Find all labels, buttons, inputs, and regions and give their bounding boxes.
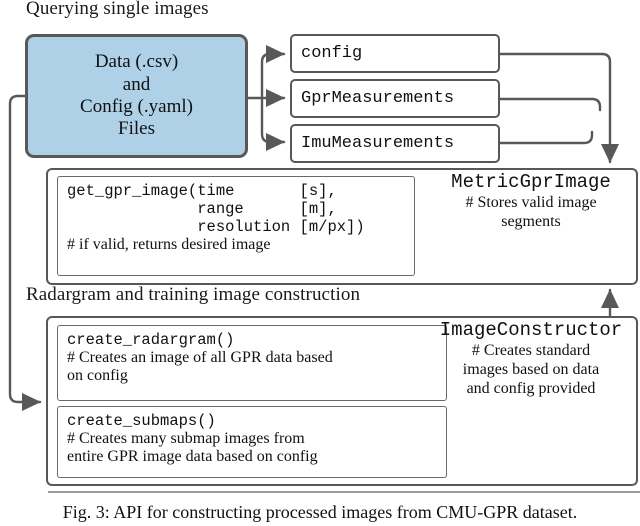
data-box-gpr-measurements[interactable]: GprMeasurements bbox=[290, 79, 500, 118]
figure-caption: Fig. 3: API for constructing processed i… bbox=[62, 502, 578, 522]
image-constructor-class-name: ImageConstructor bbox=[439, 319, 623, 341]
connector-gpr-to-metric bbox=[498, 97, 602, 112]
image-constructor-description-line-3: and config provided bbox=[466, 379, 596, 397]
get-gpr-image-signature-line-1: get_gpr_image(time [s], bbox=[67, 182, 337, 200]
metric-gpr-image-class-name: MetricGprImage bbox=[451, 171, 611, 193]
connector-input-to-config bbox=[260, 44, 286, 100]
data-box-imu-measurements-label: ImuMeasurements bbox=[301, 134, 455, 153]
method-box-create-submaps[interactable]: create_submaps() # Creates many submap i… bbox=[57, 406, 447, 478]
connector-input-to-constructor bbox=[8, 94, 42, 412]
data-box-config[interactable]: config bbox=[290, 34, 500, 73]
method-box-create-radargram[interactable]: create_radargram() # Creates an image of… bbox=[57, 325, 447, 401]
input-files-text: Data (.csv) and Config (.yaml) Files bbox=[80, 51, 193, 141]
input-files-box[interactable]: Data (.csv) and Config (.yaml) Files bbox=[25, 34, 248, 158]
connector-input-to-imu bbox=[260, 96, 286, 152]
image-constructor-description-line-2: images based on data bbox=[462, 360, 600, 378]
input-files-line-2: and bbox=[122, 73, 151, 95]
create-submaps-comment-line-1: # Creates many submap images from bbox=[67, 430, 305, 448]
create-submaps-signature: create_submaps() bbox=[67, 412, 216, 430]
create-radargram-comment-line-2: on config bbox=[67, 367, 128, 385]
input-files-line-1: Data (.csv) bbox=[94, 51, 179, 73]
input-files-line-3: Config (.yaml) bbox=[80, 96, 193, 117]
get-gpr-image-signature-line-3: resolution [m/px]) bbox=[67, 218, 365, 237]
method-box-get-gpr-image[interactable]: get_gpr_image(time [s], range [m], resol… bbox=[57, 176, 415, 276]
create-submaps-comment-line-2: entire GPR image data based on config bbox=[67, 448, 318, 466]
get-gpr-image-signature-line-2: range [m], bbox=[67, 200, 337, 219]
metric-gpr-image-description-line-1: # Stores valid image bbox=[465, 193, 597, 211]
connector-config-to-metric bbox=[498, 52, 620, 164]
image-constructor-description-line-1: # Creates standard bbox=[471, 341, 591, 359]
create-radargram-signature: create_radargram() bbox=[67, 331, 235, 349]
connector-imu-to-metric bbox=[498, 130, 594, 145]
image-constructor-caption: ImageConstructor # Creates standard imag… bbox=[424, 320, 638, 398]
section-title-querying: Querying single images bbox=[26, 0, 209, 19]
data-box-gpr-measurements-label: GprMeasurements bbox=[301, 89, 455, 108]
caption-divider bbox=[48, 491, 640, 493]
create-radargram-comment-line-1: # Creates an image of all GPR data based bbox=[67, 349, 333, 367]
metric-gpr-image-caption: MetricGprImage # Stores valid image segm… bbox=[424, 172, 638, 231]
section-title-radargram: Radargram and training image constructio… bbox=[26, 284, 361, 305]
metric-gpr-image-description-line-2: segments bbox=[501, 212, 561, 230]
data-box-imu-measurements[interactable]: ImuMeasurements bbox=[290, 124, 500, 163]
get-gpr-image-comment: # if valid, returns desired image bbox=[67, 236, 271, 254]
data-box-config-label: config bbox=[301, 44, 363, 63]
input-files-line-4: Files bbox=[118, 118, 155, 140]
